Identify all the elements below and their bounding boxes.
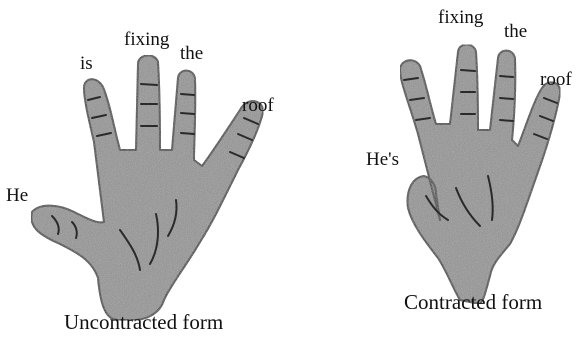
contracted-hand-silhouette <box>400 45 560 305</box>
contracted-middle-word: fixing <box>438 8 483 27</box>
contracted-ring-word: the <box>504 22 527 41</box>
uncontracted-caption: Uncontracted form <box>64 312 223 333</box>
contracted-thumb-word: He's <box>366 150 399 169</box>
contracted-caption: Contracted form <box>404 292 542 313</box>
uncontracted-middle-word: fixing <box>124 30 169 49</box>
uncontracted-ring-word: the <box>180 44 203 63</box>
uncontracted-hand-silhouette <box>31 55 263 320</box>
contracted-pinky-word: roof <box>540 70 572 89</box>
uncontracted-pinky-word: roof <box>242 96 274 115</box>
uncontracted-hand <box>31 55 263 320</box>
uncontracted-thumb-word: He <box>6 186 28 205</box>
contracted-hand <box>400 45 560 305</box>
uncontracted-index-word: is <box>80 54 93 73</box>
